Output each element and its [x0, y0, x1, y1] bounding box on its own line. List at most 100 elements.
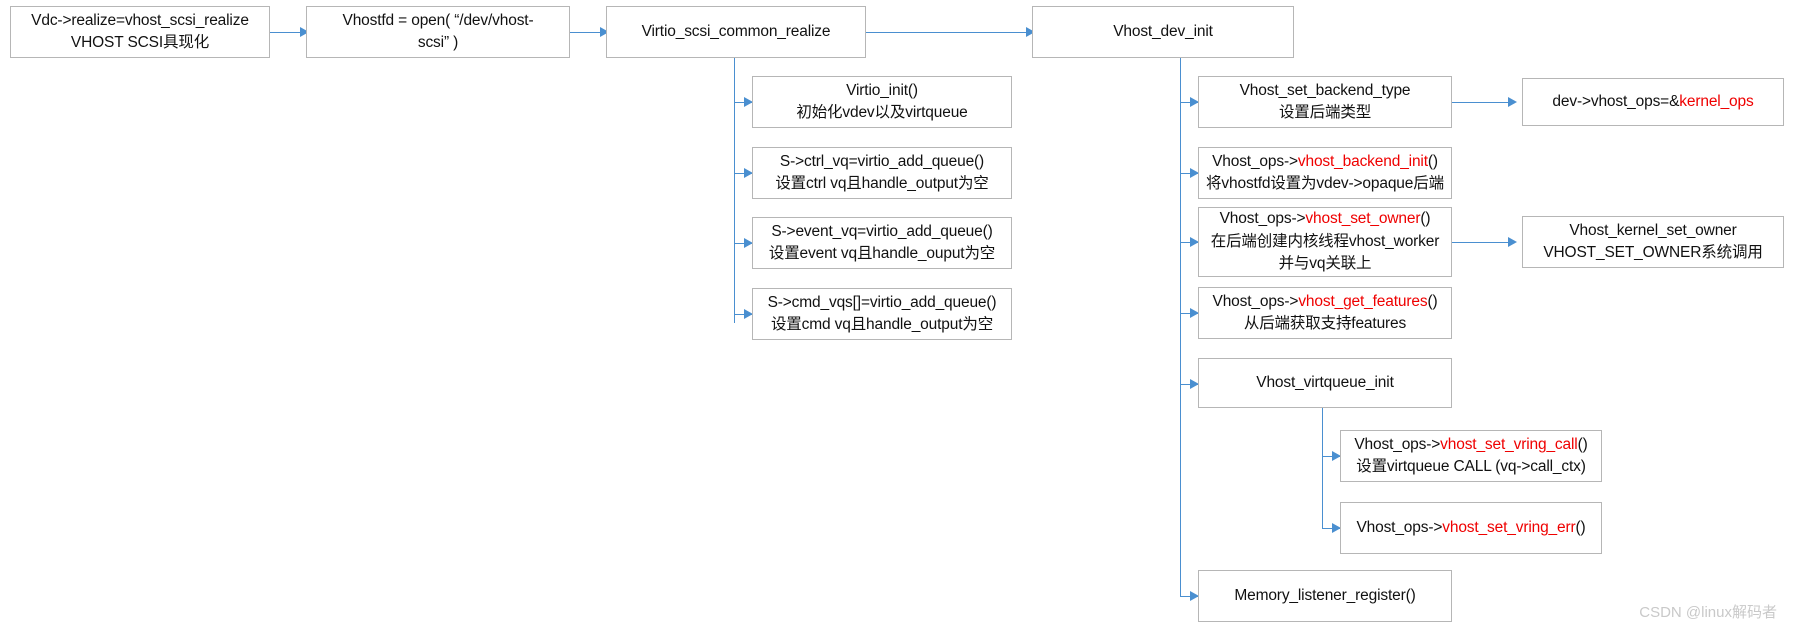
node-memory-listener-register[interactable]: Memory_listener_register() — [1198, 570, 1452, 622]
node-virtio-init[interactable]: Virtio_init() 初始化vdev以及virtqueue — [752, 76, 1012, 128]
connector-virtio-spine — [734, 55, 735, 323]
node-vhost-backend-init[interactable]: Vhost_ops->vhost_backend_init() 将vhostfd… — [1198, 147, 1452, 199]
csdn-watermark: CSDN @linux解码者 — [1639, 604, 1777, 621]
arrowhead-vhost-4 — [1190, 307, 1199, 318]
arrowhead-virtio-4 — [744, 308, 753, 319]
connector-virtio-2 — [734, 173, 752, 174]
node-virtio-scsi-common-realize[interactable]: Virtio_scsi_common_realize — [606, 6, 866, 58]
node-vhost-virtqueue-init[interactable]: Vhost_virtqueue_init — [1198, 358, 1452, 408]
node-vhost-set-vring-err[interactable]: Vhost_ops->vhost_set_vring_err() — [1340, 502, 1602, 554]
node-line: VHOST_SET_OWNER系统调用 — [1543, 244, 1763, 261]
node-line: 设置cmd vq且handle_output为空 — [770, 316, 994, 333]
arrowhead-vhost-1 — [1190, 96, 1199, 107]
node-line: Vhost_dev_init — [1113, 22, 1213, 40]
connector-chain-2 — [570, 32, 606, 33]
arrowhead-chain-3 — [1026, 26, 1035, 37]
node-line: Vhostfd = open( “/dev/vhost- — [342, 11, 534, 29]
seg-plain: Vhost_ops-> — [1212, 152, 1298, 170]
seg-highlight: kernel_ops — [1679, 92, 1754, 110]
node-ctrl-vq[interactable]: S->ctrl_vq=virtio_add_queue() 设置ctrl vq且… — [752, 147, 1012, 199]
node-line: VHOST SCSI具现化 — [70, 34, 210, 51]
seg-plain: () — [1427, 292, 1438, 310]
node-line: 将vhostfd设置为vdev->opaque后端 — [1206, 175, 1444, 192]
node-line: S->ctrl_vq=virtio_add_queue() — [779, 152, 985, 170]
node-vhost-get-features[interactable]: Vhost_ops->vhost_get_features() 从后端获取支持f… — [1198, 287, 1452, 339]
connector-vring-2 — [1322, 528, 1340, 529]
connector-virtio-1 — [734, 102, 752, 103]
node-line: Vdc->realize=vhost_scsi_realize — [31, 11, 249, 29]
node-vhost-set-backend-type[interactable]: Vhost_set_backend_type 设置后端类型 — [1198, 76, 1452, 128]
node-line: Vhost_virtqueue_init — [1256, 373, 1394, 391]
seg-plain: Vhost_ops-> — [1356, 518, 1443, 536]
node-line: 在后端创建内核线程vhost_worker — [1210, 232, 1440, 250]
arrowhead-virtio-1 — [744, 96, 753, 107]
seg-plain: Vhost_ops-> — [1219, 210, 1306, 228]
node-vhostfd-open[interactable]: Vhostfd = open( “/dev/vhost- scsi” ) — [306, 6, 570, 58]
connector-vring-1 — [1322, 456, 1340, 457]
node-line: scsi” ) — [417, 34, 459, 51]
node-line: Memory_listener_register() — [1234, 586, 1416, 604]
connector-vhost-1 — [1180, 102, 1198, 103]
arrowhead-vhost-2 — [1190, 167, 1199, 178]
seg-plain: () — [1577, 435, 1588, 453]
seg-plain: dev->vhost_ops=& — [1552, 92, 1680, 110]
connector-vhost-5 — [1180, 384, 1198, 385]
connector-farright-1 — [1452, 102, 1514, 103]
node-line: S->cmd_vqs[]=virtio_add_queue() — [767, 293, 997, 311]
node-line: Vhost_ops->vhost_set_vring_err() — [1356, 517, 1585, 539]
arrowhead-farright-2 — [1508, 236, 1517, 247]
node-kernel-ops[interactable]: dev->vhost_ops=&kernel_ops — [1522, 78, 1784, 126]
arrowhead-vhost-6 — [1190, 590, 1199, 601]
node-line: 设置ctrl vq且handle_output为空 — [775, 175, 989, 192]
node-line: 设置virtqueue CALL (vq->call_ctx) — [1356, 458, 1586, 475]
node-line: 初始化vdev以及virtqueue — [796, 104, 968, 121]
node-line: Vhost_kernel_set_owner — [1569, 221, 1737, 239]
node-line: Vhost_ops->vhost_get_features() — [1213, 291, 1438, 313]
node-cmd-vqs[interactable]: S->cmd_vqs[]=virtio_add_queue() 设置cmd vq… — [752, 288, 1012, 340]
connector-chain-1 — [270, 32, 306, 33]
node-line: Virtio_scsi_common_realize — [641, 22, 831, 40]
connector-farright-2 — [1452, 242, 1514, 243]
node-vhost-dev-init[interactable]: Vhost_dev_init — [1032, 6, 1294, 58]
connector-vhost-spine — [1180, 55, 1181, 596]
seg-plain: Vhost_ops-> — [1354, 435, 1441, 453]
node-vhost-scsi-realize[interactable]: Vdc->realize=vhost_scsi_realize VHOST SC… — [10, 6, 270, 58]
arrowhead-virtio-3 — [744, 237, 753, 248]
connector-vhost-3 — [1180, 242, 1198, 243]
node-line: 设置event vq且handle_ouput为空 — [768, 245, 996, 262]
arrowhead-chain-1 — [300, 26, 309, 37]
node-line: Vhost_ops->vhost_set_owner() — [1220, 208, 1431, 230]
connector-virtio-3 — [734, 243, 752, 244]
connector-virtio-4 — [734, 314, 752, 315]
seg-highlight: vhost_set_vring_err — [1442, 518, 1576, 536]
node-line: Vhost_ops->vhost_set_vring_call() — [1354, 434, 1587, 456]
connector-chain-3 — [866, 32, 1032, 33]
arrowhead-virtio-2 — [744, 167, 753, 178]
node-vhost-set-vring-call[interactable]: Vhost_ops->vhost_set_vring_call() 设置virt… — [1340, 430, 1602, 482]
node-line: S->event_vq=virtio_add_queue() — [771, 222, 993, 240]
arrowhead-vhost-3 — [1190, 236, 1199, 247]
seg-highlight: vhost_get_features — [1298, 292, 1428, 310]
node-vhost-set-owner[interactable]: Vhost_ops->vhost_set_owner() 在后端创建内核线程vh… — [1198, 207, 1452, 277]
arrowhead-vring-1 — [1332, 450, 1341, 461]
seg-plain: () — [1575, 518, 1586, 536]
node-line: 从后端获取支持features — [1243, 315, 1407, 332]
connector-vring-spine — [1322, 408, 1323, 528]
node-line: Vhost_ops->vhost_backend_init() — [1212, 151, 1438, 173]
seg-plain: Vhost_ops-> — [1212, 292, 1299, 310]
seg-highlight: vhost_backend_init — [1297, 152, 1428, 170]
seg-plain: () — [1427, 152, 1438, 170]
arrowhead-chain-2 — [600, 26, 609, 37]
arrowhead-farright-1 — [1508, 96, 1517, 107]
connector-vhost-2 — [1180, 173, 1198, 174]
arrowhead-vhost-5 — [1190, 378, 1199, 389]
node-vhost-kernel-set-owner[interactable]: Vhost_kernel_set_owner VHOST_SET_OWNER系统… — [1522, 216, 1784, 268]
seg-plain: () — [1420, 210, 1431, 228]
node-event-vq[interactable]: S->event_vq=virtio_add_queue() 设置event v… — [752, 217, 1012, 269]
connector-vhost-4 — [1180, 313, 1198, 314]
arrowhead-vring-2 — [1332, 522, 1341, 533]
node-line: Vhost_set_backend_type — [1239, 81, 1411, 99]
seg-highlight: vhost_set_vring_call — [1440, 435, 1578, 453]
connector-vhost-6 — [1180, 596, 1198, 597]
